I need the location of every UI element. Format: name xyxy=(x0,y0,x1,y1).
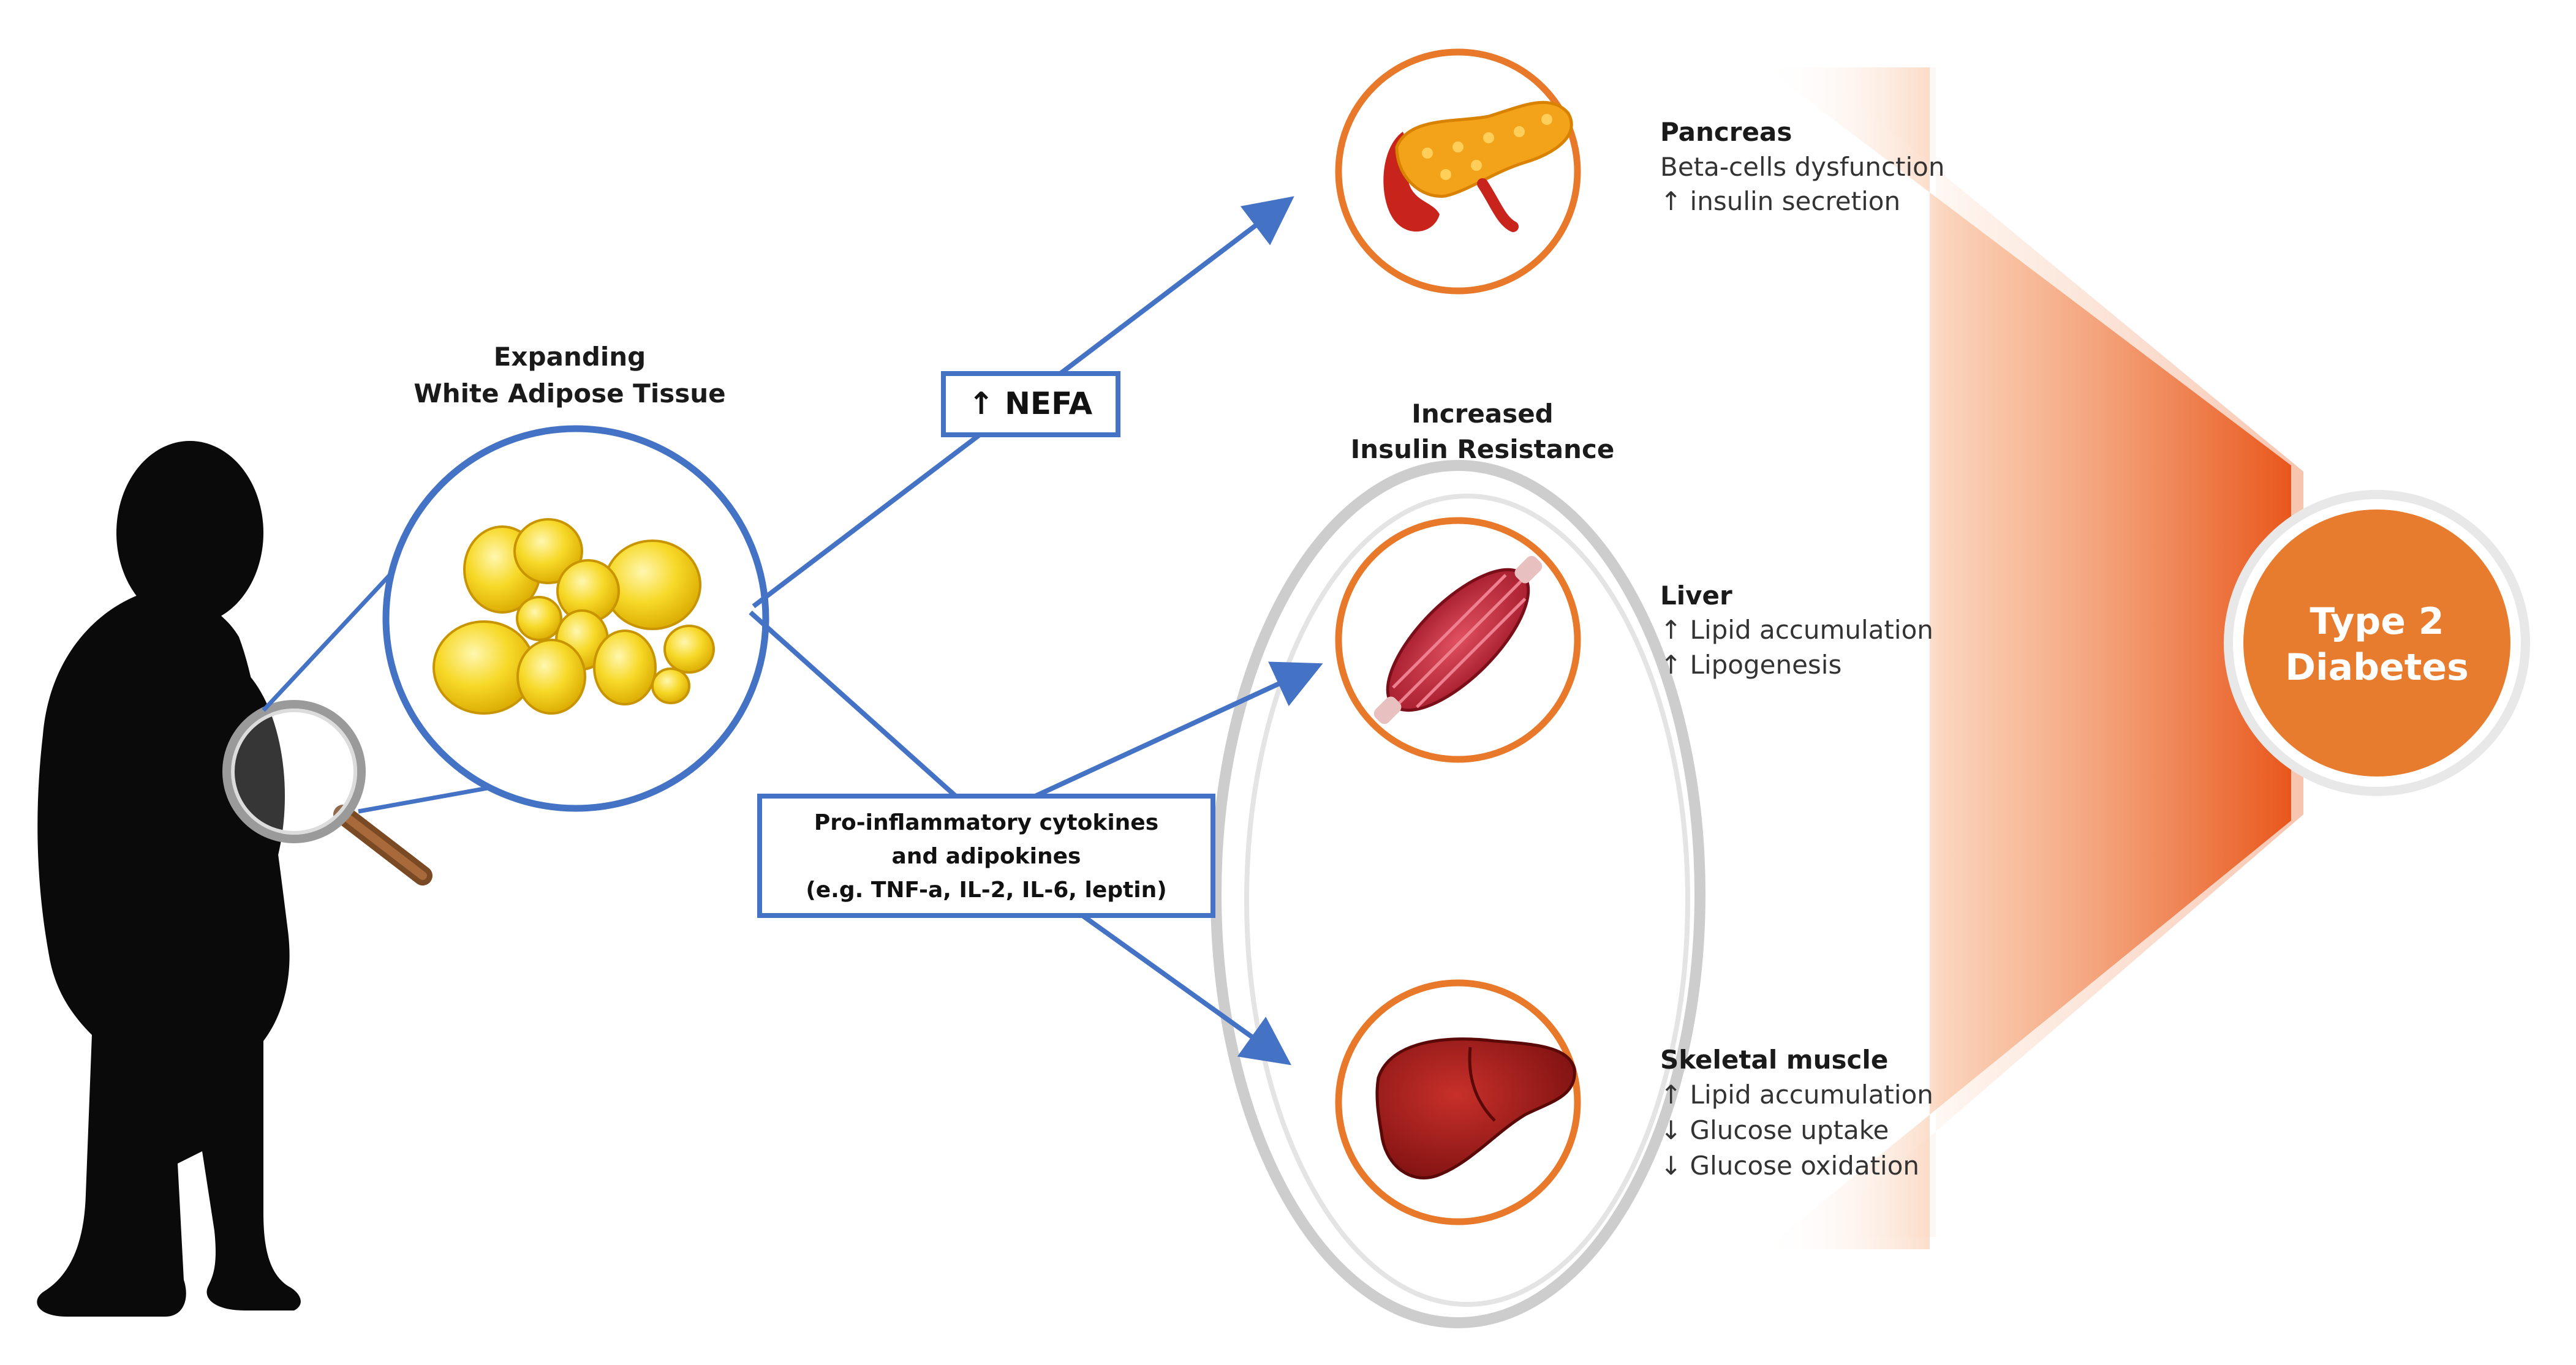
muscle-icon xyxy=(1373,555,1543,724)
cytokine-line1: Pro-inflammatory cytokines xyxy=(814,810,1158,835)
organ-circle-pancreas xyxy=(1335,48,1581,295)
diabetes-line2: Diabetes xyxy=(2285,646,2469,689)
organ-circle-liver xyxy=(1335,979,1581,1225)
organ-effect: ↑ Lipid accumulation xyxy=(1660,615,1933,645)
insulin-resistance-line1: Increased xyxy=(1411,399,1554,429)
organ-label-group-0: Pancreas Beta-cells dysfunction ↑ insuli… xyxy=(1660,117,1944,216)
adipose-tissue-circle xyxy=(382,425,769,812)
person-silhouette-icon xyxy=(37,441,301,1317)
adipose-title-line1: Expanding xyxy=(494,342,646,372)
cytokine-line2: and adipokines xyxy=(892,844,1081,869)
cytokine-box: Pro-inflammatory cytokines and adipokine… xyxy=(757,794,1215,918)
organ-effect: ↓ Glucose uptake xyxy=(1660,1115,1889,1145)
insulin-resistance-ellipse-inner xyxy=(1244,494,1690,1307)
organ-circle-muscle xyxy=(1335,517,1581,763)
convergence-gradient-core xyxy=(1813,67,2303,1237)
nefa-label: ↑ NEFA xyxy=(969,386,1093,421)
magnifying-glass-icon xyxy=(222,700,432,886)
organ-effect: ↑ Lipid accumulation xyxy=(1660,1080,1933,1110)
organ-title: Liver xyxy=(1660,581,1732,611)
arrow-to-cytokines xyxy=(749,611,958,798)
organ-effect: ↑ Lipogenesis xyxy=(1660,650,1841,680)
arrow-cytokines-to-middle-organ xyxy=(1034,661,1323,799)
insulin-resistance-line2: Insulin Resistance xyxy=(1351,434,1615,464)
diabetes-line1: Type 2 xyxy=(2310,600,2444,643)
liver-icon xyxy=(1375,1037,1576,1179)
adipose-title-line2: White Adipose Tissue xyxy=(414,378,725,408)
organ-title: Skeletal muscle xyxy=(1660,1045,1888,1075)
nefa-box: ↑ NEFA xyxy=(941,371,1120,437)
organ-effect: ↑ insulin secretion xyxy=(1660,186,1900,216)
organ-label-group-2: Skeletal muscle ↑ Lipid accumulation ↓ G… xyxy=(1660,1045,1933,1181)
organ-effect: ↓ Glucose oxidation xyxy=(1660,1151,1919,1181)
organ-title: Pancreas xyxy=(1660,117,1792,147)
insulin-resistance-ellipse xyxy=(1211,460,1705,1328)
organ-effect: Beta-cells dysfunction xyxy=(1660,152,1944,182)
arrow-cytokines-to-bottom-organ xyxy=(1076,910,1292,1066)
fat-cells-icon xyxy=(432,518,715,715)
pancreas-icon xyxy=(1383,100,1573,232)
cytokine-line3: (e.g. TNF-a, IL-2, IL-6, leptin) xyxy=(806,878,1166,903)
organ-label-group-1: Liver ↑ Lipid accumulation ↑ Lipogenesis xyxy=(1660,581,1933,680)
type2-diabetes-circle: Type 2 Diabetes xyxy=(2224,490,2530,796)
